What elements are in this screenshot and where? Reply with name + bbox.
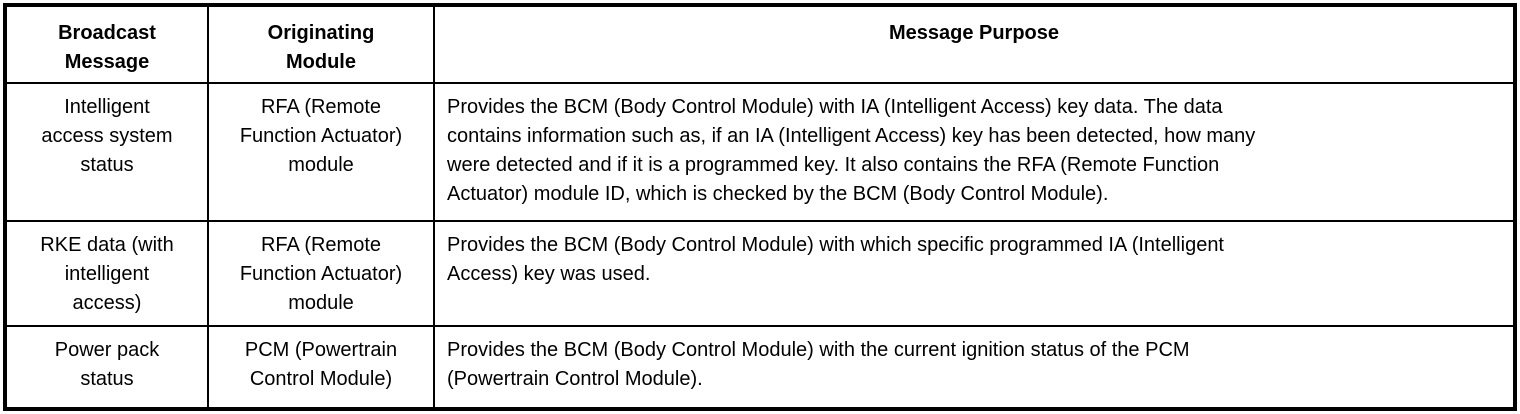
cell-broadcast-message: RKE data (with intelligent access) xyxy=(7,222,209,327)
cell-broadcast-message: Power pack status xyxy=(7,327,209,407)
cell-originating-module: RFA (Remote Function Actuator) module xyxy=(209,222,435,327)
table-row: Power pack status PCM (Powertrain Contro… xyxy=(7,327,1513,407)
cell-originating-module: RFA (Remote Function Actuator) module xyxy=(209,84,435,222)
table-row: RKE data (with intelligent access) RFA (… xyxy=(7,222,1513,327)
cell-broadcast-message: Intelligent access system status xyxy=(7,84,209,222)
column-header-originating-module: Originating Module xyxy=(209,7,435,84)
broadcast-message-table: Broadcast Message Originating Module Mes… xyxy=(3,3,1517,411)
column-header-message-purpose: Message Purpose xyxy=(435,7,1513,84)
cell-message-purpose: Provides the BCM (Body Control Module) w… xyxy=(435,84,1513,222)
cell-message-purpose: Provides the BCM (Body Control Module) w… xyxy=(447,339,1190,390)
cell-originating-module: PCM (Powertrain Control Module) xyxy=(209,327,435,407)
column-header-broadcast-message: Broadcast Message xyxy=(7,7,209,84)
table-header-row: Broadcast Message Originating Module Mes… xyxy=(7,7,1513,84)
table-row: Intelligent access system status RFA (Re… xyxy=(7,84,1513,222)
cell-message-purpose: Provides the BCM (Body Control Module) w… xyxy=(435,222,1513,327)
